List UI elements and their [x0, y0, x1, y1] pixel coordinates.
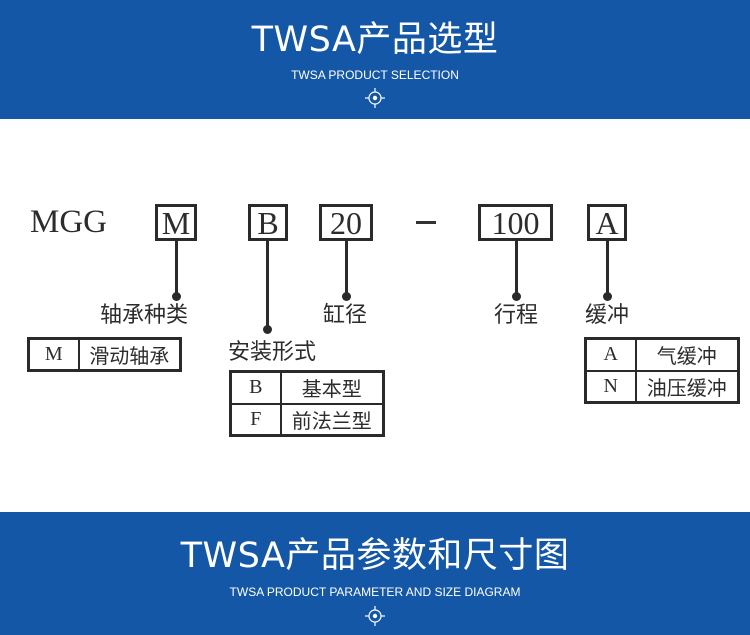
model-code-diagram: MGG M B 20 100 A 轴承种类 安装形式 缸径 行程 缓冲 M 滑动…	[0, 119, 750, 512]
cushion-connector-dot	[603, 292, 612, 301]
footer-title: TWSA产品参数和尺寸图	[180, 536, 570, 576]
bore-label: 缸径	[323, 303, 368, 328]
model-prefix: MGG	[30, 204, 108, 240]
stroke-connector-line	[515, 241, 518, 296]
option-desc: 滑动轴承	[77, 337, 182, 372]
stroke-code-box: 100	[478, 204, 553, 241]
bearing-type-label: 轴承种类	[100, 303, 189, 328]
bearing-connector-dot	[172, 292, 181, 301]
option-desc: 油压缓冲	[634, 369, 740, 404]
table-row: M 滑动轴承	[27, 337, 182, 372]
bore-connector-dot	[342, 292, 351, 301]
header-subtitle: TWSA PRODUCT SELECTION	[291, 68, 459, 82]
footer-subtitle: TWSA PRODUCT PARAMETER AND SIZE DIAGRAM	[229, 585, 521, 599]
stroke-connector-dot	[512, 292, 521, 301]
stroke-label: 行程	[494, 303, 539, 328]
option-desc: 基本型	[279, 370, 385, 405]
table-row: N 油压缓冲	[584, 369, 740, 404]
header-banner: TWSA产品选型 TWSA PRODUCT SELECTION	[0, 0, 750, 119]
option-code: M	[27, 337, 80, 372]
bearing-options-table: M 滑动轴承	[27, 337, 182, 372]
mounting-options-table: B 基本型 F 前法兰型	[229, 370, 385, 437]
crosshair-ornament-icon	[365, 606, 385, 626]
option-code: F	[229, 402, 282, 437]
option-desc: 气缓冲	[634, 337, 740, 372]
option-code: A	[584, 337, 637, 372]
option-desc: 前法兰型	[279, 402, 385, 437]
table-row: B 基本型	[229, 370, 385, 405]
cushion-options-table: A 气缓冲 N 油压缓冲	[584, 337, 740, 404]
separator-dash	[416, 221, 436, 224]
footer-banner: TWSA产品参数和尺寸图 TWSA PRODUCT PARAMETER AND …	[0, 512, 750, 635]
cushion-connector-line	[606, 241, 609, 296]
mounting-connector-line	[266, 241, 269, 329]
cushion-label: 缓冲	[585, 303, 630, 328]
option-code: B	[229, 370, 282, 405]
table-row: F 前法兰型	[229, 402, 385, 437]
option-code: N	[584, 369, 637, 404]
header-title: TWSA产品选型	[251, 20, 499, 60]
bearing-code-box: M	[155, 204, 197, 241]
mounting-type-label: 安装形式	[228, 340, 317, 365]
bore-code-box: 20	[319, 204, 373, 241]
crosshair-ornament-icon	[365, 88, 385, 108]
bearing-connector-line	[175, 241, 178, 296]
mounting-connector-dot	[263, 325, 272, 334]
bore-connector-line	[345, 241, 348, 296]
mounting-code-box: B	[248, 204, 288, 241]
cushion-code-box: A	[587, 204, 627, 241]
table-row: A 气缓冲	[584, 337, 740, 372]
